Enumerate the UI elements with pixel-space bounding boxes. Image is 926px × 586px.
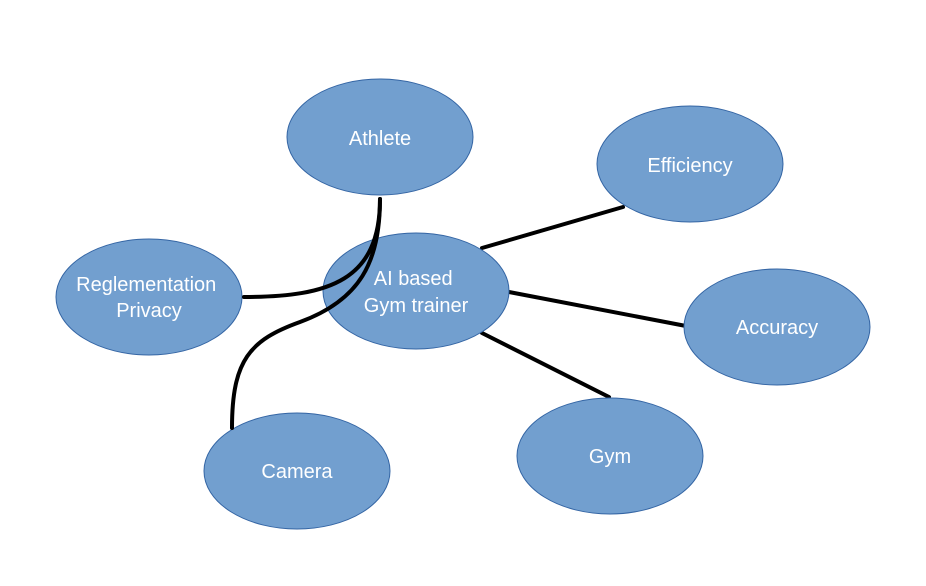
edge-athlete-camera bbox=[230, 197, 382, 430]
nodes-layer: Athlete Efficiency AI based Gym trainer … bbox=[55, 78, 871, 530]
node-accuracy-shape bbox=[683, 268, 871, 386]
node-regulation[interactable]: Reglementation Privacy bbox=[55, 238, 243, 356]
node-center-label-line-1: AI based bbox=[374, 268, 453, 290]
athlete-edges-layer bbox=[230, 197, 382, 430]
node-athlete-shape bbox=[286, 78, 474, 196]
node-efficiency-shape bbox=[596, 105, 784, 223]
node-efficiency-label: Efficiency bbox=[647, 155, 732, 177]
node-regulation-label-line-2: Privacy bbox=[116, 300, 182, 322]
node-camera-label: Camera bbox=[261, 461, 333, 483]
node-athlete-label: Athlete bbox=[349, 128, 411, 150]
node-center-label: AI based Gym trainer bbox=[364, 268, 469, 317]
node-camera[interactable]: Camera bbox=[203, 412, 391, 530]
node-gym-label: Gym bbox=[589, 446, 631, 468]
node-gym[interactable]: Gym bbox=[516, 397, 704, 515]
node-efficiency[interactable]: Efficiency bbox=[596, 105, 784, 223]
edge-center-accuracy bbox=[507, 290, 688, 328]
node-regulation-shape bbox=[55, 238, 243, 356]
edge-center-efficiency bbox=[480, 205, 625, 250]
node-accuracy[interactable]: Accuracy bbox=[683, 268, 871, 386]
node-regulation-label-line-1: Reglementation bbox=[76, 274, 216, 296]
edge-center-gym bbox=[480, 331, 611, 399]
edges-layer bbox=[480, 205, 688, 399]
node-camera-shape bbox=[203, 412, 391, 530]
node-regulation-label: Reglementation Privacy bbox=[76, 274, 222, 322]
node-gym-shape bbox=[516, 397, 704, 515]
node-center-label-line-2: Gym trainer bbox=[364, 295, 469, 317]
node-accuracy-label: Accuracy bbox=[736, 317, 818, 339]
node-athlete[interactable]: Athlete bbox=[286, 78, 474, 196]
